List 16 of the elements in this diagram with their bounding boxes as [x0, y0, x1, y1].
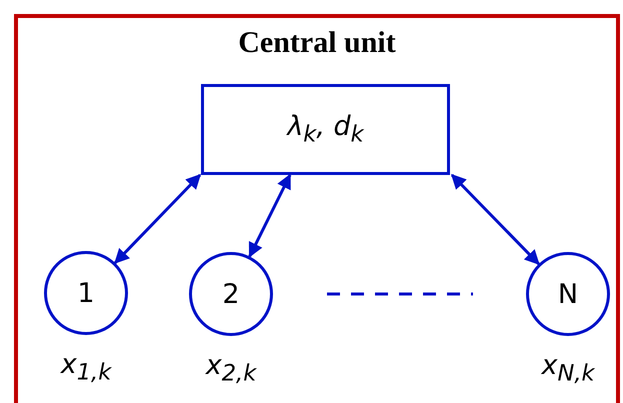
variable-label: λ$_{k}$, d$_{k}$	[287, 111, 364, 148]
heading: Central unit	[237, 26, 397, 60]
unit-frame	[14, 14, 620, 403]
node-number: N	[558, 278, 578, 310]
process-box	[201, 84, 450, 175]
double-arrow	[114, 174, 202, 264]
node-circle	[44, 251, 128, 335]
node-number: 1	[77, 278, 95, 308]
double-arrow	[248, 174, 292, 258]
double-arrow	[450, 174, 540, 265]
variable-label: x$_{2,k}$	[206, 350, 256, 386]
node-number: 2	[222, 278, 240, 310]
node-circle	[526, 252, 610, 336]
node-circle	[189, 252, 273, 336]
variable-label: x$_{N,k}$	[542, 350, 594, 386]
variable-label: x$_{1,k}$	[60, 349, 112, 386]
